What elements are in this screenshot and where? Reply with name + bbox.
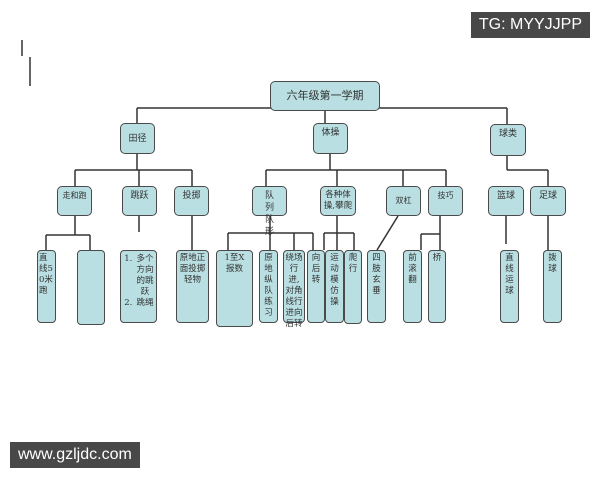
leaf-bridge: 桥: [428, 250, 446, 323]
leaf-jump-list: 多个方向的跳跃 跳绳: [120, 250, 157, 323]
watermark-bottom: www.gzljdc.com: [10, 442, 140, 468]
leaf-throw-object: 原地正面投掷轻物: [176, 250, 209, 323]
node-formation: 队列队形: [252, 186, 287, 237]
leaf-forward-roll: 前滚翻: [403, 250, 422, 323]
node-tumbling: 技巧: [428, 186, 463, 216]
leaf-count-off: 1至X报数: [216, 250, 253, 327]
leaf-crawl: 爬行: [344, 250, 362, 324]
category-track-field: 田径: [120, 123, 155, 154]
leaf-hang: 四肢玄垂: [367, 250, 386, 323]
leaf-ball-control: 拨球: [543, 250, 562, 323]
list-item: 跳绳: [135, 298, 155, 309]
leaf-column-drill: 原地纵队练习: [259, 250, 278, 323]
category-ball-games: 球类: [490, 124, 526, 156]
leaf-march: 绕场行进,对角线行进向后转: [283, 250, 305, 329]
node-walk-run: 走和跑: [57, 186, 92, 216]
category-gymnastics: 体操: [313, 123, 348, 154]
watermark-top: TG: MYYJJPP: [470, 12, 590, 38]
leaf-imitation-exercise: 运动模仿操: [325, 250, 344, 323]
node-gym-climb: 各种体操,攀爬: [320, 186, 356, 216]
root-node: 六年级第一学期: [270, 81, 380, 111]
leaf-about-turn: 向后转: [307, 250, 325, 323]
node-parallel-bars: 双杠: [386, 186, 421, 216]
list-item: 多个方向的跳跃: [135, 254, 155, 298]
leaf-empty: [77, 250, 105, 325]
leaf-dribble: 直线运球: [500, 250, 519, 323]
node-basketball: 篮球: [488, 186, 524, 216]
node-throw: 投掷: [174, 186, 209, 216]
leaf-straight-run: 直线50米跑: [37, 250, 56, 323]
node-jump: 跳跃: [122, 186, 157, 216]
node-football: 足球: [530, 186, 566, 216]
